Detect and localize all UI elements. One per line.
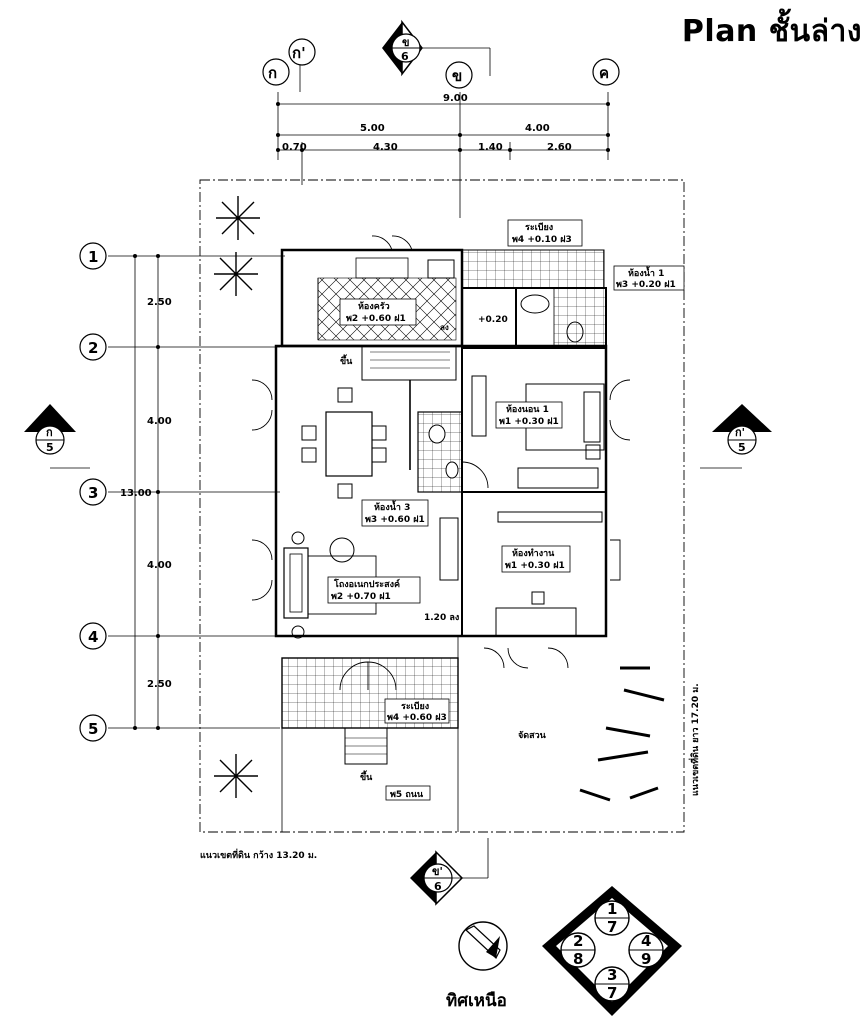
bath1-name: ห้องน้ำ 1	[628, 266, 664, 279]
section-left-num: 5	[46, 441, 54, 454]
landing-label: 1.20 ลง	[424, 613, 459, 623]
road-tag: พ5 ถนน	[385, 785, 431, 801]
grid-label-left-5: 5	[88, 720, 98, 738]
bath1-spec: พ3 +0.20 ฝ1	[616, 279, 676, 290]
section-marker-left: ก 5	[24, 404, 90, 469]
terrace-front-spec: พ4 +0.60 ฝ3	[387, 712, 447, 723]
room-living: โถงอเนกประสงค์ พ2 +0.70 ฝ1	[327, 576, 421, 604]
living-spec: พ2 +0.70 ฝ1	[331, 591, 391, 602]
terrace-rear-spec: พ4 +0.10 ฝ3	[512, 234, 572, 245]
stair-up-label-1: ขึ้น	[340, 354, 353, 367]
page-title: Plan ชั้นล่าง	[681, 14, 862, 49]
key-left-2: 8	[573, 950, 583, 968]
property-boundary	[199, 179, 685, 833]
bedroom1-spec: พ1 +0.30 ฝ1	[499, 416, 559, 427]
section-right-letter: ก'	[735, 426, 745, 439]
room-work: ห้องทำงาน พ1 +0.30 ฝ1	[501, 545, 571, 573]
grid-label-left-2: 2	[88, 339, 98, 357]
dim-left-d: 2.50	[147, 679, 172, 690]
section-bottom-letter: ข'	[432, 865, 443, 878]
work-spec: พ1 +0.30 ฝ1	[505, 560, 565, 571]
key-left-1: 2	[573, 932, 583, 950]
grid-label-top-3: ข	[452, 67, 462, 85]
top-dimensions	[277, 65, 609, 218]
dim-total-width: 9.00	[443, 93, 468, 104]
section-right-num: 5	[738, 441, 746, 454]
dim-top-a: 5.00	[360, 123, 385, 134]
key-plan: 1 7 2 8 4 9 3 7	[542, 886, 682, 1016]
key-right-1: 4	[641, 932, 651, 950]
work-name: ห้องทำงาน	[512, 548, 555, 559]
kitchen-spec: พ2 +0.60 ฝ1	[346, 313, 406, 324]
tree-icon	[214, 196, 665, 802]
grid-label-top-1: ก	[268, 64, 277, 82]
boundary-width-label: แนวเขตที่ดิน กว้าง 13.20 ม.	[200, 848, 317, 861]
bath3-name: ห้องน้ำ 3	[374, 500, 410, 513]
section-top-letter: ข	[402, 36, 410, 49]
key-bottom-2: 7	[607, 984, 617, 1002]
dim-top-d: 4.30	[373, 142, 398, 153]
bedroom1-name: ห้องนอน 1	[506, 404, 549, 415]
grid-label-left-1: 1	[88, 248, 98, 266]
terrace-front-name: ระเบียง	[401, 701, 429, 712]
room-terrace-front: ระเบียง พ4 +0.60 ฝ3	[384, 698, 450, 724]
section-top-num: 6	[401, 50, 409, 63]
dim-left-c: 4.00	[147, 560, 172, 571]
bath3-spec: พ3 +0.60 ฝ1	[365, 514, 425, 525]
dim-total-depth: 13.00	[120, 488, 152, 499]
section-bottom-num: 6	[434, 880, 442, 893]
grid-label-left-3: 3	[88, 484, 98, 502]
grid-label-left-4: 4	[88, 628, 98, 646]
dim-top-c: 0.70	[282, 142, 307, 153]
dim-top-e: 1.40	[478, 142, 503, 153]
wc-tag: ลง	[440, 323, 449, 332]
north-label: ทิศเหนือ	[446, 990, 507, 1011]
kitchen-name: ห้องครัว	[358, 301, 390, 312]
dim-top-f: 2.60	[547, 142, 572, 153]
section-left-letter: ก	[46, 426, 53, 439]
dim-left-a: 2.50	[147, 297, 172, 308]
section-marker-bottom: ข' 6	[410, 838, 489, 906]
room-terrace-rear: ระเบียง พ4 +0.10 ฝ3	[507, 219, 583, 247]
dim-top-b: 4.00	[525, 123, 550, 134]
dim-left-b: 4.00	[147, 416, 172, 427]
terrace-rear-name: ระเบียง	[525, 222, 553, 233]
key-bottom-1: 3	[607, 966, 617, 984]
key-top-1: 1	[607, 900, 617, 918]
garden-label: จัดสวน	[518, 730, 547, 741]
key-right-2: 9	[641, 950, 651, 968]
building-walls	[251, 235, 631, 832]
grid-label-top-4: ค	[599, 64, 609, 82]
key-top-2: 7	[607, 918, 617, 936]
boundary-length-label: แนวเขตที่ดิน ยาว 17.20 ม.	[688, 683, 701, 796]
living-name: โถงอเนกประสงค์	[333, 578, 400, 590]
room-bedroom1: ห้องนอน 1 พ1 +0.30 ฝ1	[495, 401, 563, 429]
stair-up-label-2: ขึ้น	[360, 770, 373, 783]
room-bath3: ห้องน้ำ 3 พ3 +0.60 ฝ1	[361, 499, 429, 527]
hall-level: +0.20	[478, 315, 508, 325]
room-bath1: ห้องน้ำ 1 พ3 +0.20 ฝ1	[613, 265, 685, 291]
room-kitchen: ห้องครัว พ2 +0.60 ฝ1	[339, 298, 417, 326]
section-marker-top: ข 6	[382, 19, 491, 77]
north-arrow-icon	[458, 921, 508, 971]
grid-label-top-2: ก'	[292, 44, 306, 62]
section-marker-right: ก' 5	[700, 404, 772, 469]
svg-text:พ5 ถนน: พ5 ถนน	[390, 790, 424, 800]
